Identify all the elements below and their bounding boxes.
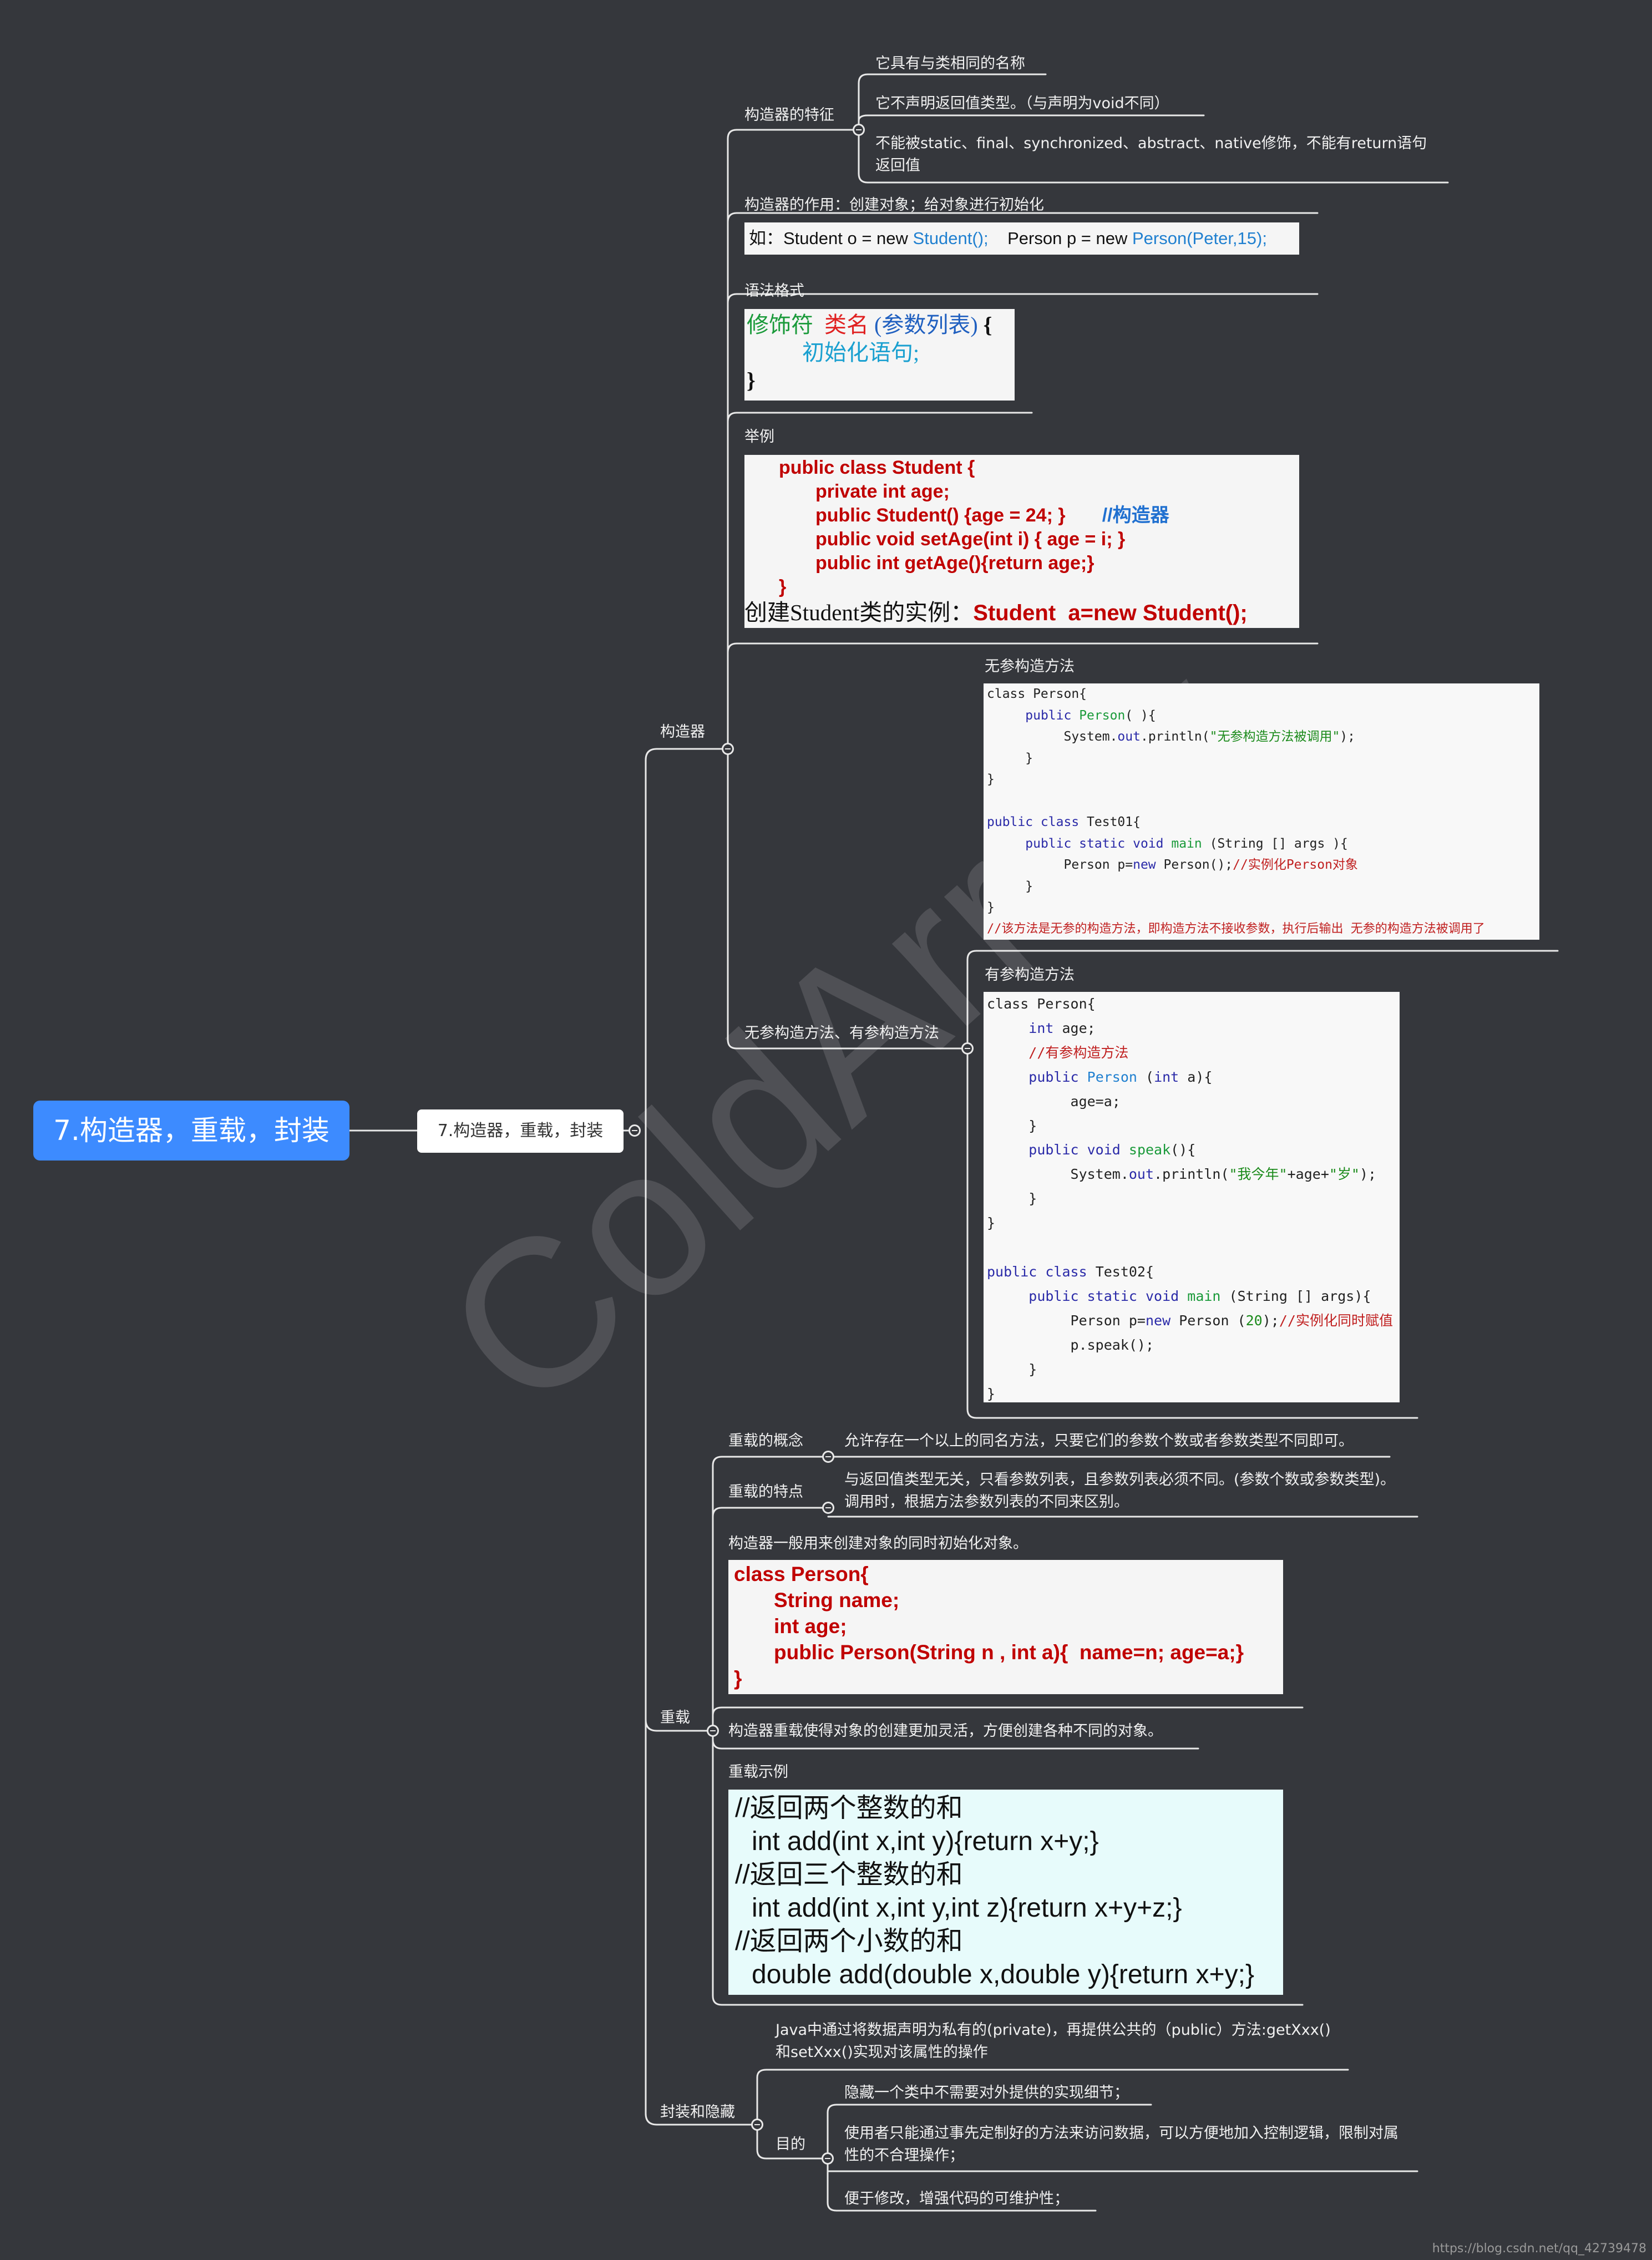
- example-code-box: public class Student { private int age; …: [744, 455, 1299, 628]
- collapse-toggle-constructor[interactable]: [722, 743, 734, 755]
- root-topic[interactable]: 7.构造器，重载，封装: [33, 1101, 349, 1161]
- footer-url: https://blog.csdn.net/qq_42739478: [1432, 2242, 1646, 2256]
- collapse-toggle-main[interactable]: [629, 1124, 641, 1137]
- overload-flex-note[interactable]: 构造器重载使得对象的创建更加灵活，方便创建各种不同的对象。: [728, 1722, 1163, 1740]
- feature-item[interactable]: 不能被static、final、synchronized、abstract、na…: [875, 135, 1427, 174]
- branch-overload[interactable]: 重载: [660, 1709, 690, 1726]
- encapsulation-purpose-label[interactable]: 目的: [776, 2136, 805, 2153]
- branch-encapsulation[interactable]: 封装和隐藏: [660, 2104, 735, 2121]
- main-topic[interactable]: 7.构造器，重载，封装: [417, 1109, 624, 1153]
- overload-example-label[interactable]: 重载示例: [728, 1764, 788, 1781]
- syntax-label[interactable]: 语法格式: [744, 282, 804, 300]
- noarg-label[interactable]: 无参构造方法: [985, 658, 1075, 675]
- example-label[interactable]: 举例: [744, 428, 774, 445]
- noarg-code-box: class Person{ public Person( ){ System.o…: [984, 683, 1539, 940]
- purpose-example-box: 如：Student o = new Student(); Person p = …: [744, 222, 1299, 255]
- param-label[interactable]: 有参构造方法: [985, 966, 1075, 984]
- collapse-toggle-encapsulation[interactable]: [751, 2119, 763, 2131]
- feature-item[interactable]: 它不声明返回值类型。（与声明为void不同）: [875, 95, 1169, 112]
- param-code-box: class Person{ int age; //有参构造方法 public P…: [984, 992, 1400, 1402]
- collapse-toggle-types[interactable]: [961, 1042, 974, 1055]
- collapse-toggle-purpose[interactable]: [822, 2152, 834, 2165]
- constructor-types-label[interactable]: 无参构造方法、有参构造方法: [744, 1025, 939, 1042]
- overload-ctor-note[interactable]: 构造器一般用来创建对象的同时初始化对象。: [728, 1535, 1028, 1552]
- collapse-toggle-concept[interactable]: [822, 1451, 834, 1463]
- encapsulation-desc[interactable]: Java中通过将数据声明为私有的(private)，再提供公共的（public）…: [776, 2021, 1331, 2061]
- syntax-box: 修饰符 类名 (参数列表) { 初始化语句; }: [744, 309, 1015, 401]
- collapse-toggle-feature[interactable]: [822, 1502, 834, 1514]
- purpose-item[interactable]: 使用者只能通过事先定制好的方法来访问数据，可以方便地加入控制逻辑，限制对属性的不…: [844, 2125, 1398, 2164]
- overload-feature-label[interactable]: 重载的特点: [728, 1483, 803, 1501]
- collapse-toggle-features[interactable]: [853, 124, 865, 136]
- overload-feature-text[interactable]: 与返回值类型无关，只看参数列表，且参数列表必须不同。(参数个数或参数类型)。调用…: [844, 1471, 1396, 1511]
- overload-concept-text[interactable]: 允许存在一个以上的同名方法，只要它们的参数个数或者参数类型不同即可。: [844, 1432, 1354, 1450]
- overload-concept-label[interactable]: 重载的概念: [728, 1432, 803, 1450]
- constructor-features-label[interactable]: 构造器的特征: [744, 107, 834, 124]
- branch-constructor[interactable]: 构造器: [660, 723, 705, 741]
- overload-example-box: //返回两个整数的和 int add(int x,int y){return x…: [728, 1790, 1283, 1995]
- constructor-purpose-label[interactable]: 构造器的作用：创建对象；给对象进行初始化: [744, 196, 1044, 214]
- collapse-toggle-overload[interactable]: [707, 1725, 719, 1737]
- purpose-item[interactable]: 便于修改，增强代码的可维护性；: [844, 2190, 1069, 2207]
- purpose-item[interactable]: 隐藏一个类中不需要对外提供的实现细节；: [844, 2084, 1129, 2101]
- feature-item[interactable]: 它具有与类相同的名称: [875, 55, 1025, 72]
- overload-ctor-code-box: class Person{ String name; int age; publ…: [728, 1560, 1283, 1694]
